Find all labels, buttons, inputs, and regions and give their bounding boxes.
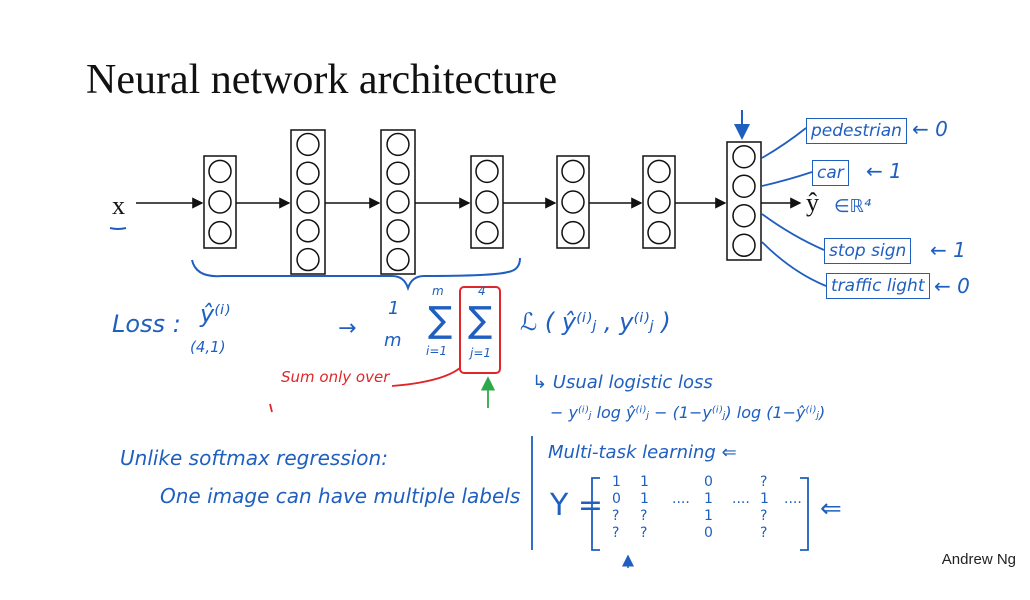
neuron	[386, 190, 410, 214]
neuron	[386, 161, 410, 185]
matrix-cell: 0	[612, 491, 621, 507]
neuron	[732, 145, 756, 169]
neuron	[647, 220, 671, 245]
loss-shape: (4,1)	[190, 338, 226, 356]
unlike-softmax-note: Unlike softmax regression:	[120, 446, 388, 470]
layer-box-4	[470, 155, 504, 249]
loss-function: ℒ ( ŷ⁽ⁱ⁾ⱼ , y⁽ⁱ⁾ⱼ )	[520, 308, 671, 336]
matrix-cell: ....	[732, 491, 750, 507]
matrix-cell: ?	[760, 508, 768, 524]
multi-task-learning-label: Multi-task learning ⇐	[548, 442, 737, 463]
output-box-car: car	[812, 160, 849, 186]
link-car	[761, 171, 813, 187]
matrix-arrow: ⇐	[820, 494, 842, 524]
link-stop-sign	[761, 213, 825, 251]
matrix-cell: 1	[640, 474, 649, 490]
matrix-cell: 1	[640, 491, 649, 507]
task-sum-highlight	[459, 286, 501, 374]
matrix-cell: ?	[760, 525, 768, 541]
neuron	[732, 233, 756, 257]
matrix-cell: ....	[672, 491, 690, 507]
red-tick	[269, 403, 273, 413]
output-value-car: ← 1	[866, 159, 902, 183]
neuron	[561, 159, 585, 184]
x-underline	[109, 227, 127, 230]
sum-tasks-top: 4	[478, 284, 486, 298]
neuron	[208, 159, 232, 184]
multiple-labels-note: One image can have multiple labels	[160, 484, 521, 508]
output-box-pedestrian: pedestrian	[806, 118, 907, 144]
usual-logistic-loss: ↳ Usual logistic loss	[532, 372, 713, 393]
sum-m-top: m	[432, 284, 444, 298]
matrix-right-bracket	[800, 477, 809, 551]
output-value-stop-sign: ← 1	[930, 238, 966, 262]
hidden-layers-brace	[191, 257, 521, 292]
matrix-label: Y =	[550, 488, 603, 523]
logistic-loss-formula: − y⁽ⁱ⁾ⱼ log ŷ⁽ⁱ⁾ⱼ − (1−y⁽ⁱ⁾ⱼ) log (1−ŷ⁽ⁱ…	[550, 403, 826, 422]
neuron	[296, 190, 320, 214]
output-value-traffic-light: ← 0	[934, 274, 970, 298]
layer-box-2	[290, 129, 326, 275]
neuron	[386, 247, 410, 272]
loss-label: Loss :	[112, 310, 181, 338]
neuron	[208, 220, 232, 245]
layer-box-6	[642, 155, 676, 249]
matrix-cell: ?	[612, 525, 620, 541]
slide-title: Neural network architecture	[86, 57, 558, 103]
matrix-cell: 1	[704, 491, 713, 507]
loss-yhat: ŷ⁽ⁱ⁾	[200, 300, 231, 328]
sum-symbol-m: ∑	[428, 300, 453, 341]
matrix-cell: 1	[612, 474, 621, 490]
neuron	[386, 219, 410, 243]
matrix-cell: 1	[760, 491, 769, 507]
matrix-cell: ....	[784, 491, 802, 507]
matrix-cell: ?	[612, 508, 620, 524]
layer-box-7	[726, 141, 762, 261]
neuron	[386, 132, 410, 157]
layer-box-5	[556, 155, 590, 249]
sum-only-over-note: Sum only over	[281, 368, 390, 386]
input-label: x	[112, 191, 125, 220]
neuron	[732, 174, 756, 198]
neuron	[475, 220, 499, 245]
neuron	[296, 219, 320, 243]
neuron	[208, 190, 232, 214]
neuron	[296, 132, 320, 157]
layer-box-1	[203, 155, 237, 249]
matrix-cell: 0	[704, 525, 713, 541]
matrix-cell: ?	[640, 525, 648, 541]
matrix-cell: ?	[640, 508, 648, 524]
output-space: ∈ℝ⁴	[834, 196, 872, 217]
link-traffic-light	[761, 241, 827, 287]
matrix-cell: ?	[760, 474, 768, 490]
output-label: ŷ	[806, 188, 819, 217]
output-box-stop-sign: stop sign	[824, 238, 912, 264]
matrix-left-bracket	[591, 477, 600, 551]
formula-arrow: →	[338, 316, 357, 341]
link-pedestrian	[761, 127, 807, 159]
output-box-traffic-light: traffic light	[826, 273, 930, 299]
neuron	[296, 247, 320, 272]
neuron	[561, 190, 585, 214]
output-value-pedestrian: ← 0	[912, 117, 948, 141]
neuron	[475, 159, 499, 184]
sum-symbol-tasks: ∑	[468, 300, 493, 341]
author-credit: Andrew Ng	[941, 551, 1016, 568]
layer-box-3	[380, 129, 416, 275]
sum-tasks-bottom: j=1	[470, 346, 492, 360]
neuron	[647, 190, 671, 214]
formula-fraction-numerator: 1	[388, 298, 400, 319]
neuron	[647, 159, 671, 184]
neuron	[475, 190, 499, 214]
neuron	[296, 161, 320, 185]
matrix-cell: 1	[704, 508, 713, 524]
matrix-cell: 0	[704, 474, 713, 490]
sum-m-bottom: i=1	[426, 344, 448, 358]
neuron	[561, 220, 585, 245]
neuron	[732, 204, 756, 228]
sum-only-over-connector	[391, 367, 461, 387]
formula-fraction-denominator: m	[384, 330, 402, 351]
